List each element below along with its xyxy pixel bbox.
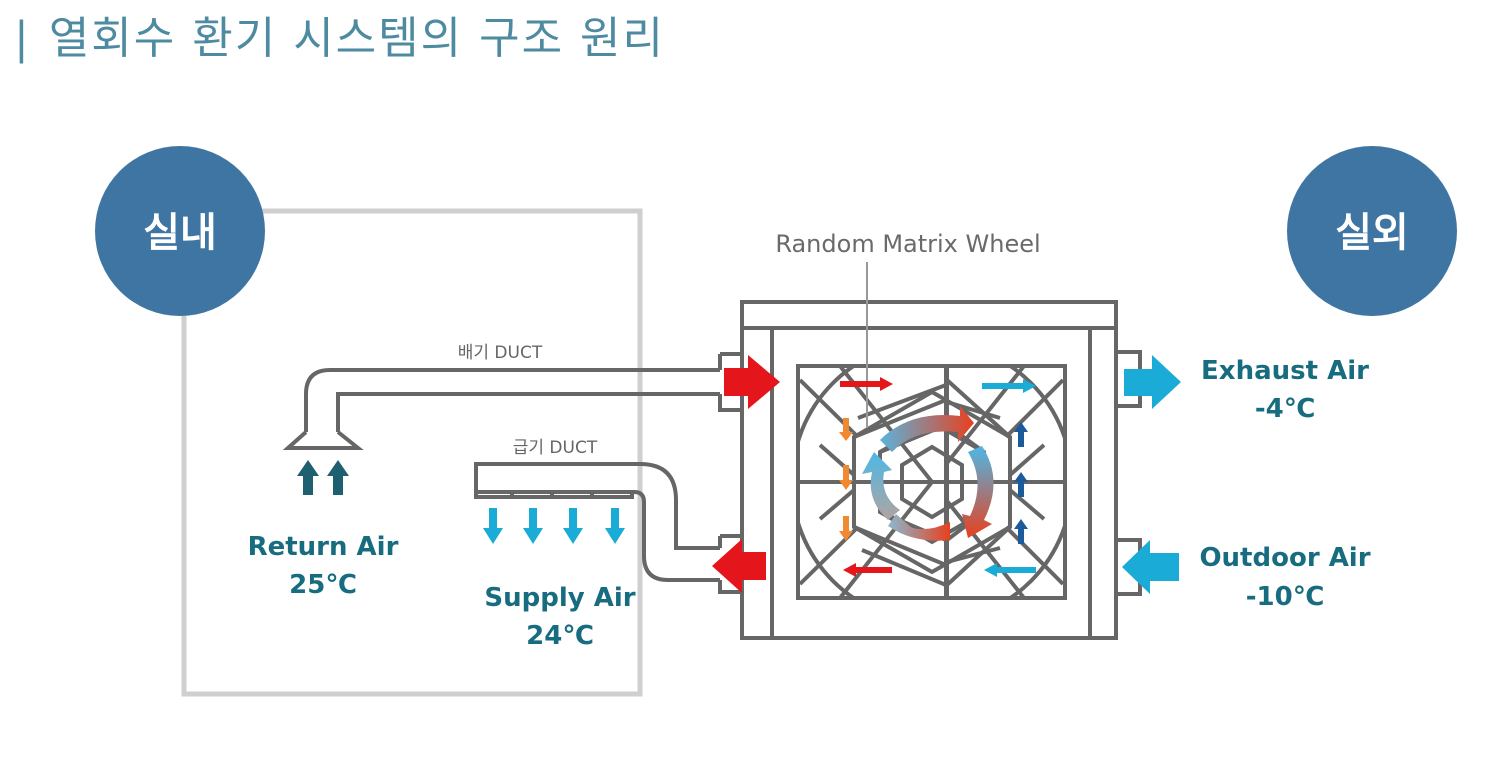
supply-duct — [474, 462, 742, 594]
rotation-arrow-left-icon — [862, 452, 900, 520]
orange-down-arrow-icon — [839, 465, 853, 490]
inner-cool-arrows — [982, 379, 1036, 577]
outdoor-label: 실외 — [1335, 210, 1409, 256]
return-air-label: Return Air 25℃ — [248, 532, 399, 600]
outdoor-inlet-arrow-icon — [1122, 540, 1179, 594]
inner-warm-arrows — [839, 377, 893, 577]
hrv-unit-housing — [740, 300, 1142, 640]
indoor-zone-badge: 실내 — [95, 146, 265, 316]
outdoor-air-temp: -10℃ — [1246, 582, 1324, 612]
supply-air-arrows — [483, 508, 625, 544]
outdoor-zone-badge: 실외 — [1287, 146, 1457, 316]
supply-arrow-icon — [483, 508, 503, 544]
supply-arrow-icon — [563, 508, 583, 544]
exhaust-duct-label: 배기 DUCT — [458, 343, 543, 363]
orange-down-arrow-icon — [839, 516, 853, 541]
supply-air-temp: 24℃ — [526, 621, 594, 651]
exhaust-duct — [282, 352, 742, 450]
title-separator: | — [14, 13, 31, 64]
random-matrix-wheel — [796, 364, 1067, 600]
wheel-label: Random Matrix Wheel — [775, 230, 1040, 258]
warm-right-arrow-icon — [840, 377, 893, 391]
warm-left-arrow-icon — [843, 563, 892, 577]
exhaust-air-label: Exhaust Air -4℃ — [1201, 356, 1369, 424]
rotation-arrow-top-icon — [880, 406, 974, 452]
navy-up-arrow-icon — [1014, 422, 1028, 447]
indoor-room-border — [181, 208, 643, 697]
wheel-right-frame — [945, 364, 1067, 600]
rotation-arrow-right-icon — [962, 446, 994, 538]
supply-arrow-icon — [605, 508, 625, 544]
supply-arrow-icon — [523, 508, 543, 544]
return-air-arrows — [297, 460, 349, 495]
rotation-arrows — [862, 406, 994, 541]
supply-duct-label: 급기 DUCT — [513, 438, 598, 458]
cool-left-arrow-icon — [984, 563, 1036, 577]
exhaust-air-name: Exhaust Air — [1201, 356, 1369, 386]
outdoor-air-label: Outdoor Air -10℃ — [1199, 543, 1370, 612]
indoor-circle — [95, 146, 265, 316]
exhaust-air-temp: -4℃ — [1255, 394, 1315, 424]
page-title: | 열회수 환기 시스템의 구조 원리 — [14, 2, 665, 66]
rotation-arrow-bottom-icon — [888, 514, 950, 541]
indoor-label: 실내 — [143, 210, 217, 256]
exhaust-outlet-arrow-icon — [1124, 355, 1181, 409]
return-air-temp: 25℃ — [289, 570, 357, 600]
cool-right-arrow-icon — [982, 379, 1036, 393]
return-arrow-icon — [327, 460, 349, 495]
outdoor-air-name: Outdoor Air — [1199, 543, 1370, 573]
return-air-name: Return Air — [248, 532, 399, 562]
orange-down-arrow-icon — [839, 418, 853, 441]
supply-outlet-arrow-icon — [712, 539, 766, 593]
navy-up-arrow-icon — [1014, 472, 1028, 497]
outdoor-circle — [1287, 146, 1457, 316]
supply-air-label: Supply Air 24℃ — [484, 583, 635, 651]
exhaust-inlet-arrow-icon — [724, 355, 780, 409]
navy-up-arrow-icon — [1014, 519, 1028, 544]
return-arrow-icon — [297, 460, 319, 495]
title-text: 열회수 환기 시스템의 구조 원리 — [48, 13, 666, 64]
supply-air-name: Supply Air — [484, 583, 635, 613]
